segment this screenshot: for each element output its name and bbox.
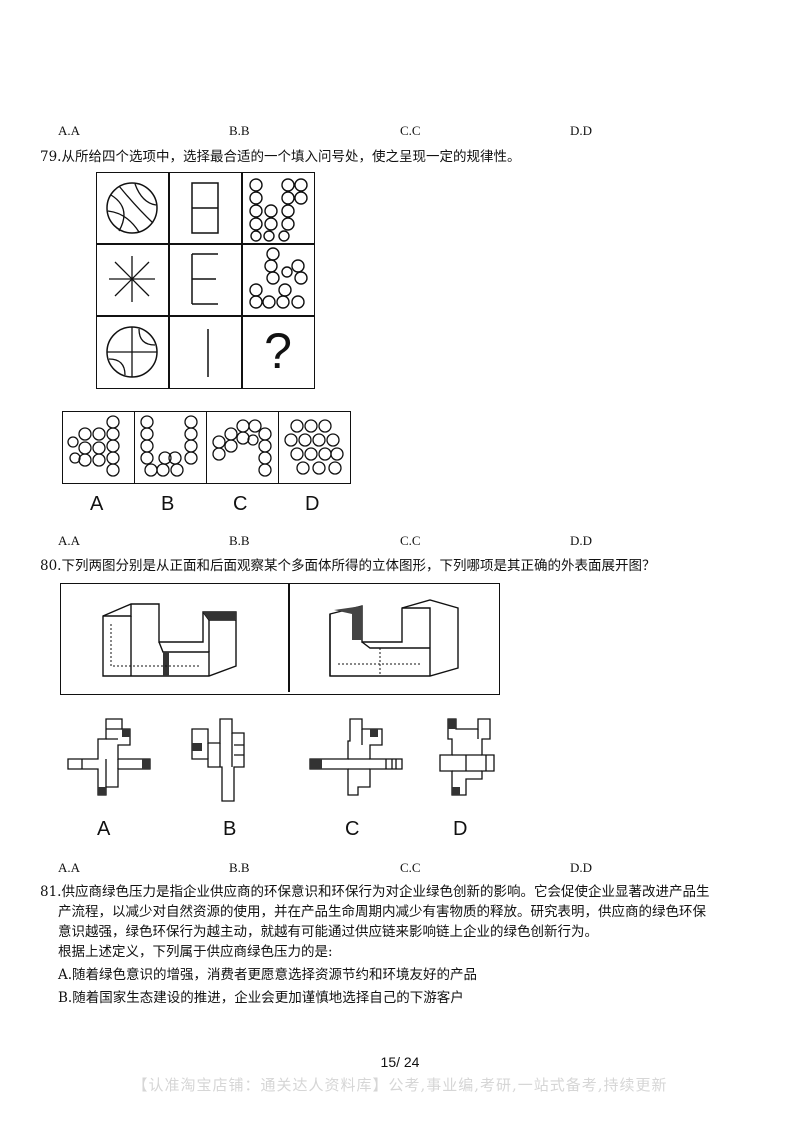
circles-pattern-figure — [249, 247, 308, 309]
q81-line-3: 意识越强，绿色环保行为越主动，就越有可能通过供应链来影响链上企业的绿色创新行为。 — [58, 924, 598, 940]
grid-cell-r3c3: ? — [242, 316, 315, 389]
q80-option-c: C.C — [400, 860, 421, 875]
q80-option-c-net — [309, 718, 403, 796]
q79-option-c: C.C — [400, 533, 421, 548]
back-view-figure — [329, 599, 459, 677]
question-mark: ? — [264, 323, 292, 379]
option-b: B.B — [229, 123, 250, 138]
q79-option-d-figure — [278, 411, 351, 484]
grid-cell-r2c2 — [169, 243, 242, 316]
q80-option-b-net — [191, 718, 245, 802]
circles-pattern-figure — [249, 178, 308, 242]
star-lines-figure — [109, 256, 155, 302]
circle-curves-figure — [106, 182, 158, 234]
letter-e-figure — [191, 253, 218, 305]
vertical-line-figure — [207, 329, 209, 377]
divider — [288, 584, 290, 692]
q79-letter-a: A — [90, 493, 104, 515]
grid-cell-r1c2 — [169, 172, 242, 245]
circle-cross-figure — [106, 326, 158, 378]
grid-cell-r2c1 — [96, 243, 169, 316]
grid-cell-r1c3 — [242, 172, 315, 245]
q80-letter-b: B — [223, 818, 237, 840]
q79-option-a-figure — [62, 411, 135, 484]
grid-cell-r2c3 — [242, 243, 315, 316]
q81-line-4: 根据上述定义，下列属于供应商绿色压力的是: — [58, 944, 333, 960]
question-81-text: 81.供应商绿色压力是指企业供应商的环保意识和环保行为对企业绿色创新的影响。它会… — [40, 882, 780, 1008]
q81-option-b: B.随着国家生态建设的推进，企业会更加谨慎地选择自己的下游客户 — [58, 990, 464, 1006]
q79-letter-c: C — [233, 493, 248, 515]
option-c: C.C — [400, 123, 421, 138]
q80-option-a-net — [67, 718, 151, 796]
q79-option-c-figure — [206, 411, 279, 484]
q80-letter-a: A — [97, 818, 111, 840]
q81-line-1: 81.供应商绿色压力是指企业供应商的环保意识和环保行为对企业绿色创新的影响。它会… — [40, 884, 710, 900]
watermark: 【认准淘宝店铺：通关达人资料库】公考,事业编,考研,一站式备考,持续更新 — [132, 1076, 668, 1094]
question-80-text: 80.下列两图分别是从正面和后面观察某个多面体所得的立体图形，下列哪项是其正确的… — [40, 558, 656, 574]
q80-option-a: A.A — [58, 860, 81, 875]
question-79-text: 79.从所给四个选项中，选择最合适的一个填入问号处，使之呈现一定的规律性。 — [40, 149, 521, 165]
rectangle-figure — [191, 182, 219, 234]
q80-option-d-net — [439, 718, 495, 796]
q80-option-d: D.D — [570, 860, 593, 875]
q80-polyhedron-views — [60, 583, 500, 695]
q79-option-a: A.A — [58, 533, 81, 548]
q80-letter-d: D — [453, 818, 468, 840]
q79-option-b: B.B — [229, 533, 250, 548]
q79-option-d: D.D — [570, 533, 593, 548]
q81-line-2: 产流程，以减少对自然资源的使用，并在产品生命周期内减少有害物质的释放。研究表明，… — [58, 904, 706, 920]
grid-cell-r3c1 — [96, 316, 169, 389]
q79-letter-b: B — [161, 493, 175, 515]
q81-option-a: A.随着绿色意识的增强，消费者更愿意选择资源节约和环境友好的产品 — [58, 967, 478, 983]
q79-letter-d: D — [305, 493, 320, 515]
page-number: 15/ 24 — [380, 1054, 420, 1070]
front-view-figure — [102, 603, 237, 677]
option-a: A.A — [58, 123, 81, 138]
grid-cell-r1c1 — [96, 172, 169, 245]
grid-cell-r3c2 — [169, 316, 242, 389]
option-d: D.D — [570, 123, 593, 138]
q80-option-b: B.B — [229, 860, 250, 875]
q79-option-b-figure — [134, 411, 207, 484]
q80-letter-c: C — [345, 818, 360, 840]
